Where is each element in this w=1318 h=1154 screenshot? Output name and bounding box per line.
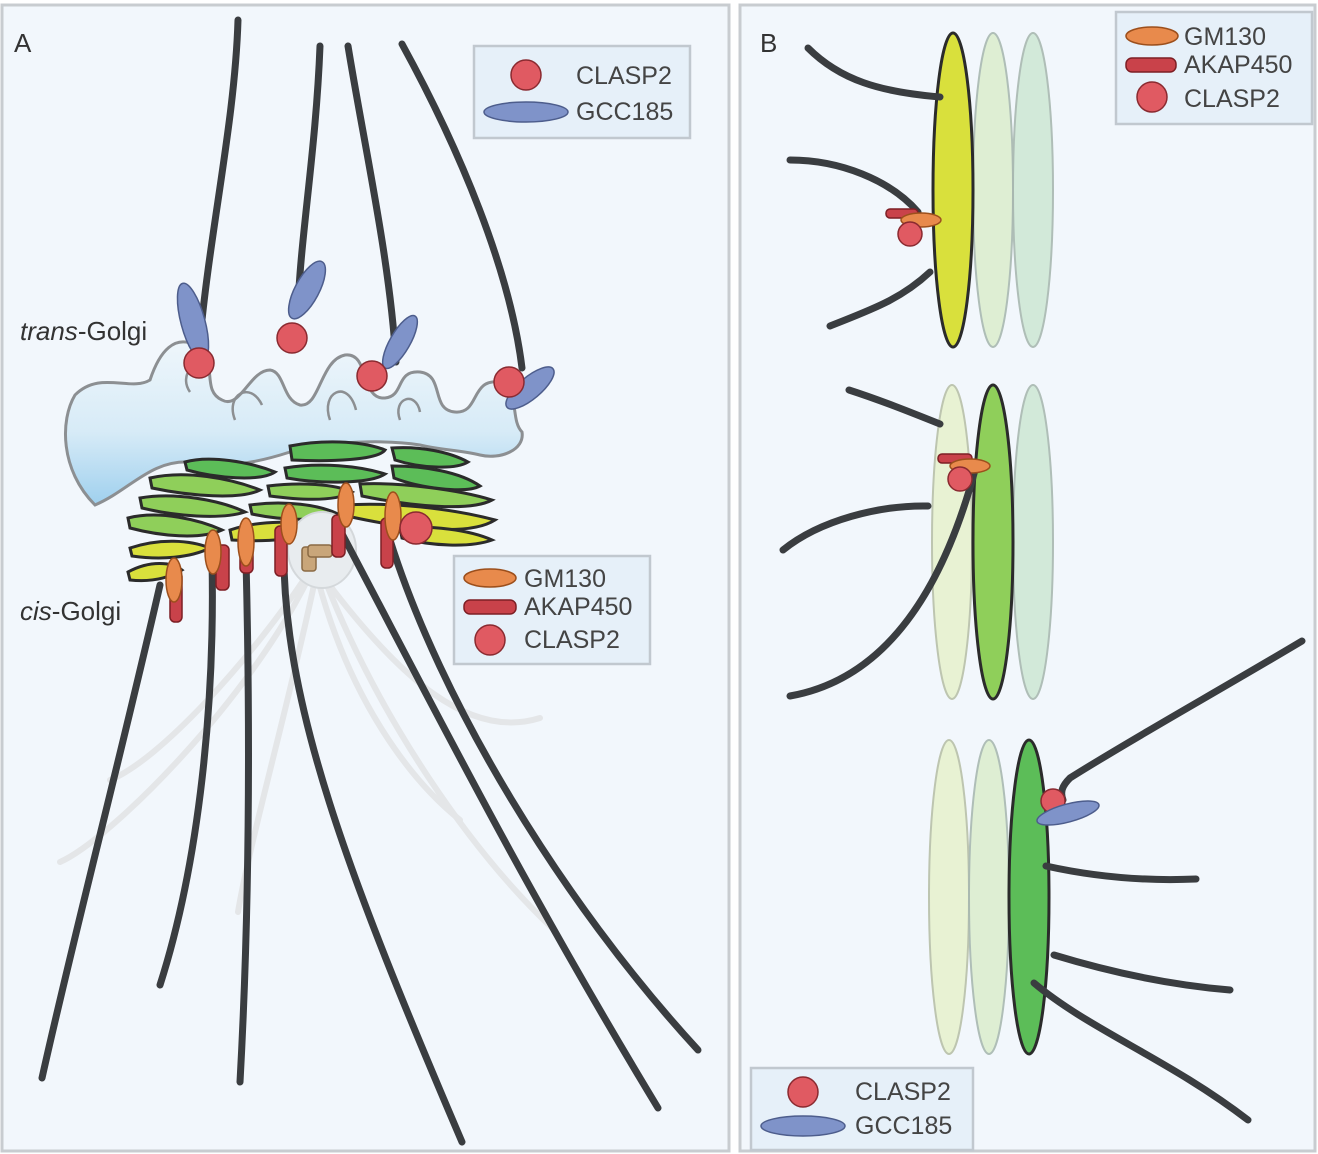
cis-golgi-label: cis-Golgi bbox=[20, 596, 121, 626]
legend-gcc185-swatch bbox=[761, 1116, 845, 1136]
legend-gm130-label: GM130 bbox=[524, 565, 606, 593]
panel-a-label: A bbox=[14, 28, 32, 58]
legend-cis: GM130 AKAP450 CLASP2 bbox=[454, 556, 650, 664]
legend-clasp2-label: CLASP2 bbox=[576, 62, 672, 90]
legend-akap450-swatch bbox=[464, 600, 516, 614]
clasp2-shape bbox=[357, 361, 387, 391]
legend-clasp2-label: CLASP2 bbox=[1184, 85, 1280, 113]
legend-gcc185-label: GCC185 bbox=[855, 1112, 952, 1140]
legend-top: GM130 AKAP450 CLASP2 bbox=[1116, 12, 1312, 124]
legend-clasp2-swatch bbox=[475, 625, 505, 655]
legend-clasp2-label: CLASP2 bbox=[855, 1078, 951, 1106]
legend-clasp2-swatch bbox=[788, 1077, 818, 1107]
panel-b: B bbox=[740, 5, 1315, 1151]
legend-clasp2-swatch bbox=[1137, 82, 1167, 112]
legend-gm130-swatch bbox=[464, 569, 516, 587]
legend-akap450-swatch bbox=[1126, 58, 1176, 72]
medial-cisterna bbox=[973, 385, 1013, 699]
legend-bottom: CLASP2 GCC185 bbox=[751, 1068, 973, 1150]
legend-gcc185-swatch bbox=[484, 102, 568, 122]
legend-akap450-label: AKAP450 bbox=[1184, 51, 1292, 79]
legend-clasp2-label: CLASP2 bbox=[524, 626, 620, 654]
panel-a: A bbox=[2, 5, 729, 1151]
trans-cisterna bbox=[1009, 740, 1049, 1054]
clasp2-shape bbox=[184, 348, 214, 378]
legend-trans: CLASP2 GCC185 bbox=[474, 46, 690, 138]
panel-b-label: B bbox=[760, 28, 777, 58]
trans-golgi-label: trans-Golgi bbox=[20, 316, 147, 346]
cis-cisterna bbox=[933, 33, 973, 347]
legend-gm130-label: GM130 bbox=[1184, 23, 1266, 51]
legend-gm130-swatch bbox=[1126, 27, 1178, 45]
legend-akap450-label: AKAP450 bbox=[524, 593, 632, 621]
clasp2-shape bbox=[494, 367, 524, 397]
legend-gcc185-label: GCC185 bbox=[576, 98, 673, 126]
legend-clasp2-swatch bbox=[511, 60, 541, 90]
clasp2-shape bbox=[277, 323, 307, 353]
